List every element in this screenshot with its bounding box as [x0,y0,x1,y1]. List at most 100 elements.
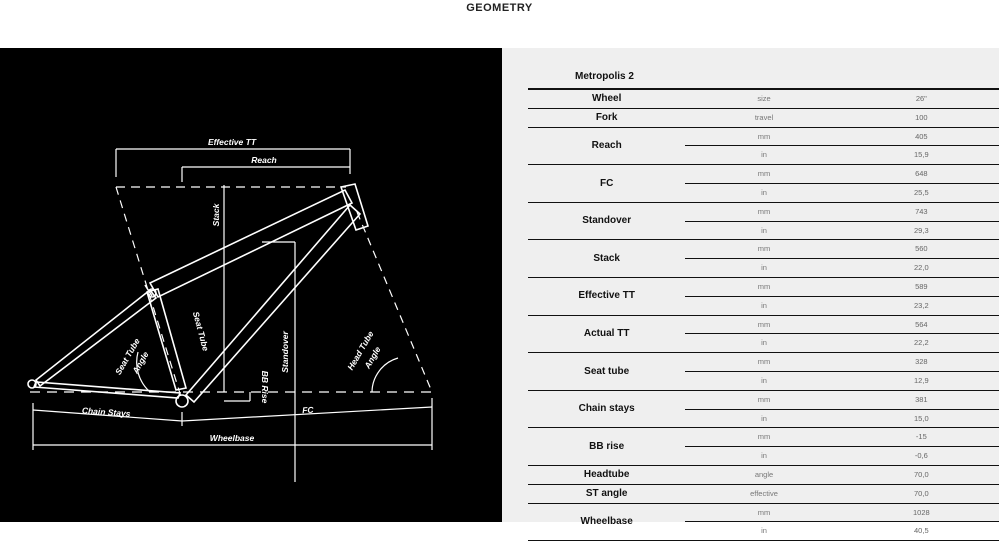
value-cell: -15 [842,427,999,448]
seat-tube-angle-dashed [115,186,183,401]
geometry-diagram: Effective TT Reach Stack Seat Tube Seat … [0,48,502,522]
head-tube-angle-dashed [356,211,433,393]
unit-cell: mm [685,352,843,372]
value-cell: 328 [842,352,999,372]
unit-cell: in [685,446,843,466]
value-cell: 100 [842,108,999,128]
row-label: Fork [528,108,686,128]
row-label: Headtube [528,465,686,485]
row-label: Standover [528,202,686,241]
unit-cell: in [685,521,843,541]
value-cell: -0,6 [842,446,999,466]
unit-cell: mm [685,390,843,410]
value-cell: 15,0 [842,409,999,429]
value-cell: 405 [842,127,999,147]
row-label: BB rise [528,427,686,466]
model-name: Metropolis 2 [528,66,999,90]
value-cell: 23,2 [842,296,999,316]
wheelbase-dimension [32,412,433,450]
value-cell: 25,5 [842,183,999,203]
chain-stays-dimension [32,403,183,426]
value-cell: 564 [842,315,999,335]
unit-cell: angle [685,465,843,485]
unit-cell: in [685,258,843,278]
value-cell: 381 [842,390,999,410]
row-label: Reach [528,127,686,166]
row-label: ST angle [528,484,686,504]
value-cell: 743 [842,202,999,222]
value-cell: 29,3 [842,221,999,241]
unit-cell: in [685,333,843,354]
bike-frame [27,183,369,408]
unit-cell: in [685,371,843,391]
effective-tt-dimension [115,148,351,177]
unit-cell: in [685,296,843,316]
seat-tube-angle-arc [136,351,151,393]
row-label: Actual TT [528,315,686,354]
row-label: Seat tube [528,352,686,391]
row-label: Effective TT [528,277,686,316]
row-label: Stack [528,239,686,278]
seat-tube-label: Seat Tube [191,310,211,352]
stack-label: Stack [211,202,221,226]
unit-cell: mm [685,503,843,523]
value-cell: 22,0 [842,258,999,278]
value-cell: 589 [842,277,999,297]
value-cell: 12,9 [842,371,999,391]
model-row: Metropolis 2 [528,66,999,90]
standover-dimension [262,241,296,482]
value-cell: 648 [842,164,999,184]
unit-cell: in [685,221,843,241]
value-cell: 1028 [842,503,999,523]
effective-tt-label: Effective TT [208,137,257,147]
unit-cell: in [685,145,843,166]
value-cell: 70,0 [842,465,999,485]
value-cell: 560 [842,239,999,260]
unit-cell: mm [685,239,843,260]
bb-rise-label: BB Rise [260,371,270,404]
page-title: GEOMETRY [466,2,533,14]
value-cell: 40,5 [842,521,999,541]
reach-label: Reach [251,155,277,165]
row-label: Chain stays [528,390,686,429]
unit-cell: mm [685,427,843,448]
fc-dimension [181,398,433,422]
table-row: in-0,6 [528,446,999,466]
reach-dimension [181,166,350,182]
fc-label: FC [302,405,315,416]
row-label: FC [528,164,686,203]
head-tube-angle-arc [371,357,399,393]
value-cell: 26" [842,89,999,109]
standover-label: Standover [280,331,290,373]
row-label: Wheel [528,89,686,109]
unit-cell: travel [685,108,843,128]
unit-cell: size [685,89,843,109]
unit-cell: mm [685,164,843,184]
value-cell: 70,0 [842,484,999,504]
unit-cell: mm [685,277,843,297]
page-header: GEOMETRY [0,0,999,48]
